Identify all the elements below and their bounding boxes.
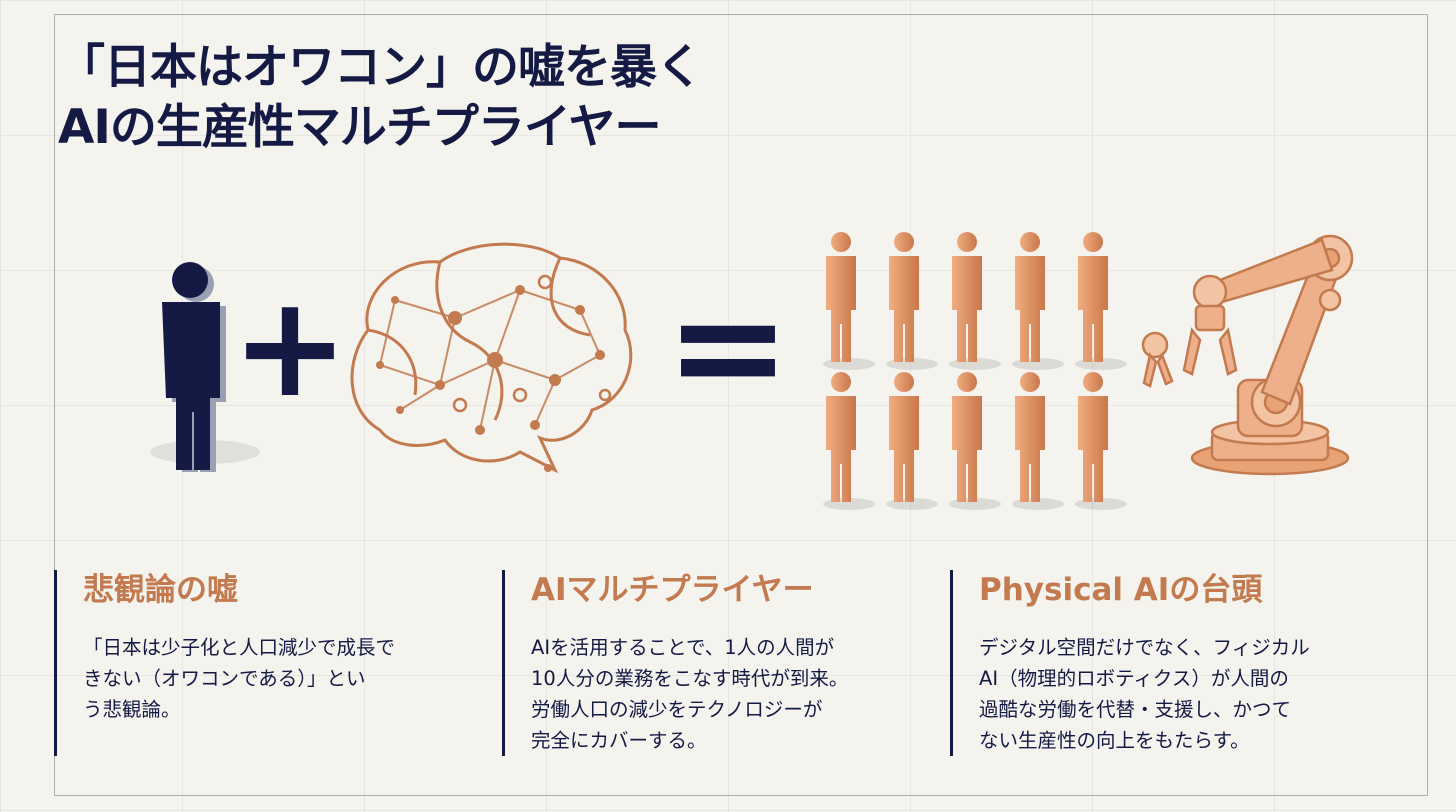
column-line: 「日本は少子化と人口減少で成長で bbox=[83, 636, 396, 659]
title-line-1: 「日本はオワコン」の嘘を暴く bbox=[58, 40, 703, 95]
column-ai-multiplier: AIマルチプライヤー AIを活用することで、1人の人間が 10人分の業務をこなす… bbox=[502, 570, 942, 756]
workforce-crowd-icon bbox=[823, 232, 1127, 510]
column-heading: AIマルチプライヤー bbox=[531, 572, 814, 608]
robot-arm-icon bbox=[1141, 234, 1354, 476]
neural-brain-icon bbox=[350, 242, 633, 474]
page-title: 「日本はオワコン」の嘘を暴く AIの生産性マルチプライヤー bbox=[58, 38, 703, 158]
column-body: デジタル空間だけでなく、フィジカル AI（物理的ロボティクス）が人間の 過酷な労… bbox=[979, 632, 1410, 756]
column-line: 労働人口の減少をテクノロジーが bbox=[531, 698, 823, 721]
column-line: う悲観論。 bbox=[83, 698, 181, 721]
column-line: 完全にカバーする。 bbox=[531, 729, 707, 752]
column-heading: Physical AIの台頭 bbox=[979, 572, 1263, 608]
column-line: きない（オワコンである）」とい bbox=[83, 667, 366, 690]
column-line: AIを活用することで、1人の人間が bbox=[531, 636, 835, 659]
plus-sign: + bbox=[231, 266, 348, 429]
column-pessimism: 悲観論の嘘 「日本は少子化と人口減少で成長で きない（オワコンである）」とい う… bbox=[54, 570, 494, 756]
equals-sign: = bbox=[665, 260, 791, 434]
column-line: AI（物理的ロボティクス）が人間の bbox=[979, 667, 1289, 690]
column-body: 「日本は少子化と人口減少で成長で きない（オワコンである）」とい う悲観論。 bbox=[83, 632, 494, 725]
column-heading: 悲観論の嘘 bbox=[83, 572, 238, 608]
column-line: 過酷な労働を代替・支援し、かつて bbox=[979, 698, 1292, 721]
equation-illustration: + = bbox=[150, 232, 1354, 510]
human-figure-icon bbox=[150, 262, 260, 472]
plus-text: + bbox=[231, 266, 348, 429]
title-line-2: AIの生産性マルチプライヤー bbox=[58, 100, 661, 155]
column-line: 10人分の業務をこなす時代が到来。 bbox=[531, 667, 849, 690]
column-physical-ai: Physical AIの台頭 デジタル空間だけでなく、フィジカル AI（物理的ロ… bbox=[950, 570, 1410, 756]
column-line: デジタル空間だけでなく、フィジカル bbox=[979, 636, 1310, 659]
column-line: ない生産性の向上をもたらす。 bbox=[979, 729, 1250, 752]
column-body: AIを活用することで、1人の人間が 10人分の業務をこなす時代が到来。 労働人口… bbox=[531, 632, 942, 756]
equals-text: = bbox=[665, 260, 791, 434]
